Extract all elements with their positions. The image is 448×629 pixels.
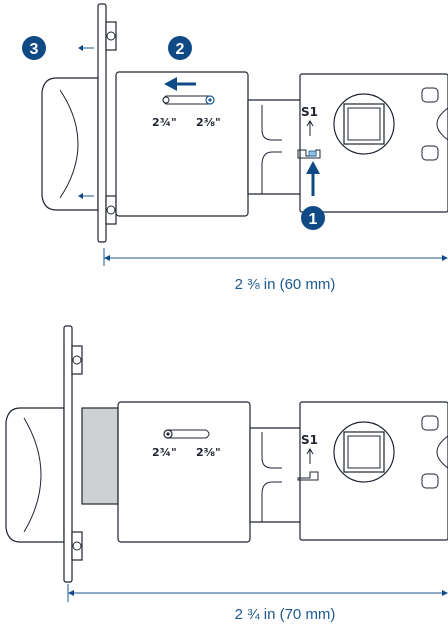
step-badge-1: 1 xyxy=(301,206,325,230)
extended-collar xyxy=(82,408,118,504)
setting-label: S1 xyxy=(301,433,318,447)
latch-bolt xyxy=(42,78,98,210)
latch-housing: 2¾" 2⅜" S1 xyxy=(116,72,448,216)
latch-top: 2¾" 2⅜" S1 3 2 1 xyxy=(22,4,448,293)
mark-long-label: 2⅜" xyxy=(196,446,221,459)
face-plate xyxy=(98,4,116,242)
setting-label: S1 xyxy=(301,105,318,119)
mark-long-label: 2⅜" xyxy=(196,116,221,129)
svg-text:3: 3 xyxy=(30,41,39,58)
mark-short-label: 2¾" xyxy=(152,446,177,459)
dimension-top: 2 ⅜ in (60 mm) xyxy=(104,248,448,293)
svg-text:2: 2 xyxy=(176,41,185,58)
step-badge-2: 2 xyxy=(168,36,192,60)
svg-text:1: 1 xyxy=(309,211,318,228)
latch-bottom: 2¾" 2⅜" S1 2 ¾ in (70 mm) xyxy=(6,326,448,623)
dimension-bottom-label: 2 ¾ in (70 mm) xyxy=(235,606,336,623)
dimension-top-label: 2 ⅜ in (60 mm) xyxy=(235,276,336,293)
dimension-bottom: 2 ¾ in (70 mm) xyxy=(68,584,448,623)
mark-short-label: 2¾" xyxy=(152,116,177,129)
latch-housing: 2¾" 2⅜" S1 xyxy=(118,402,448,542)
face-plate xyxy=(64,326,82,582)
latch-bolt xyxy=(6,408,64,542)
step-badge-3: 3 xyxy=(22,36,46,60)
